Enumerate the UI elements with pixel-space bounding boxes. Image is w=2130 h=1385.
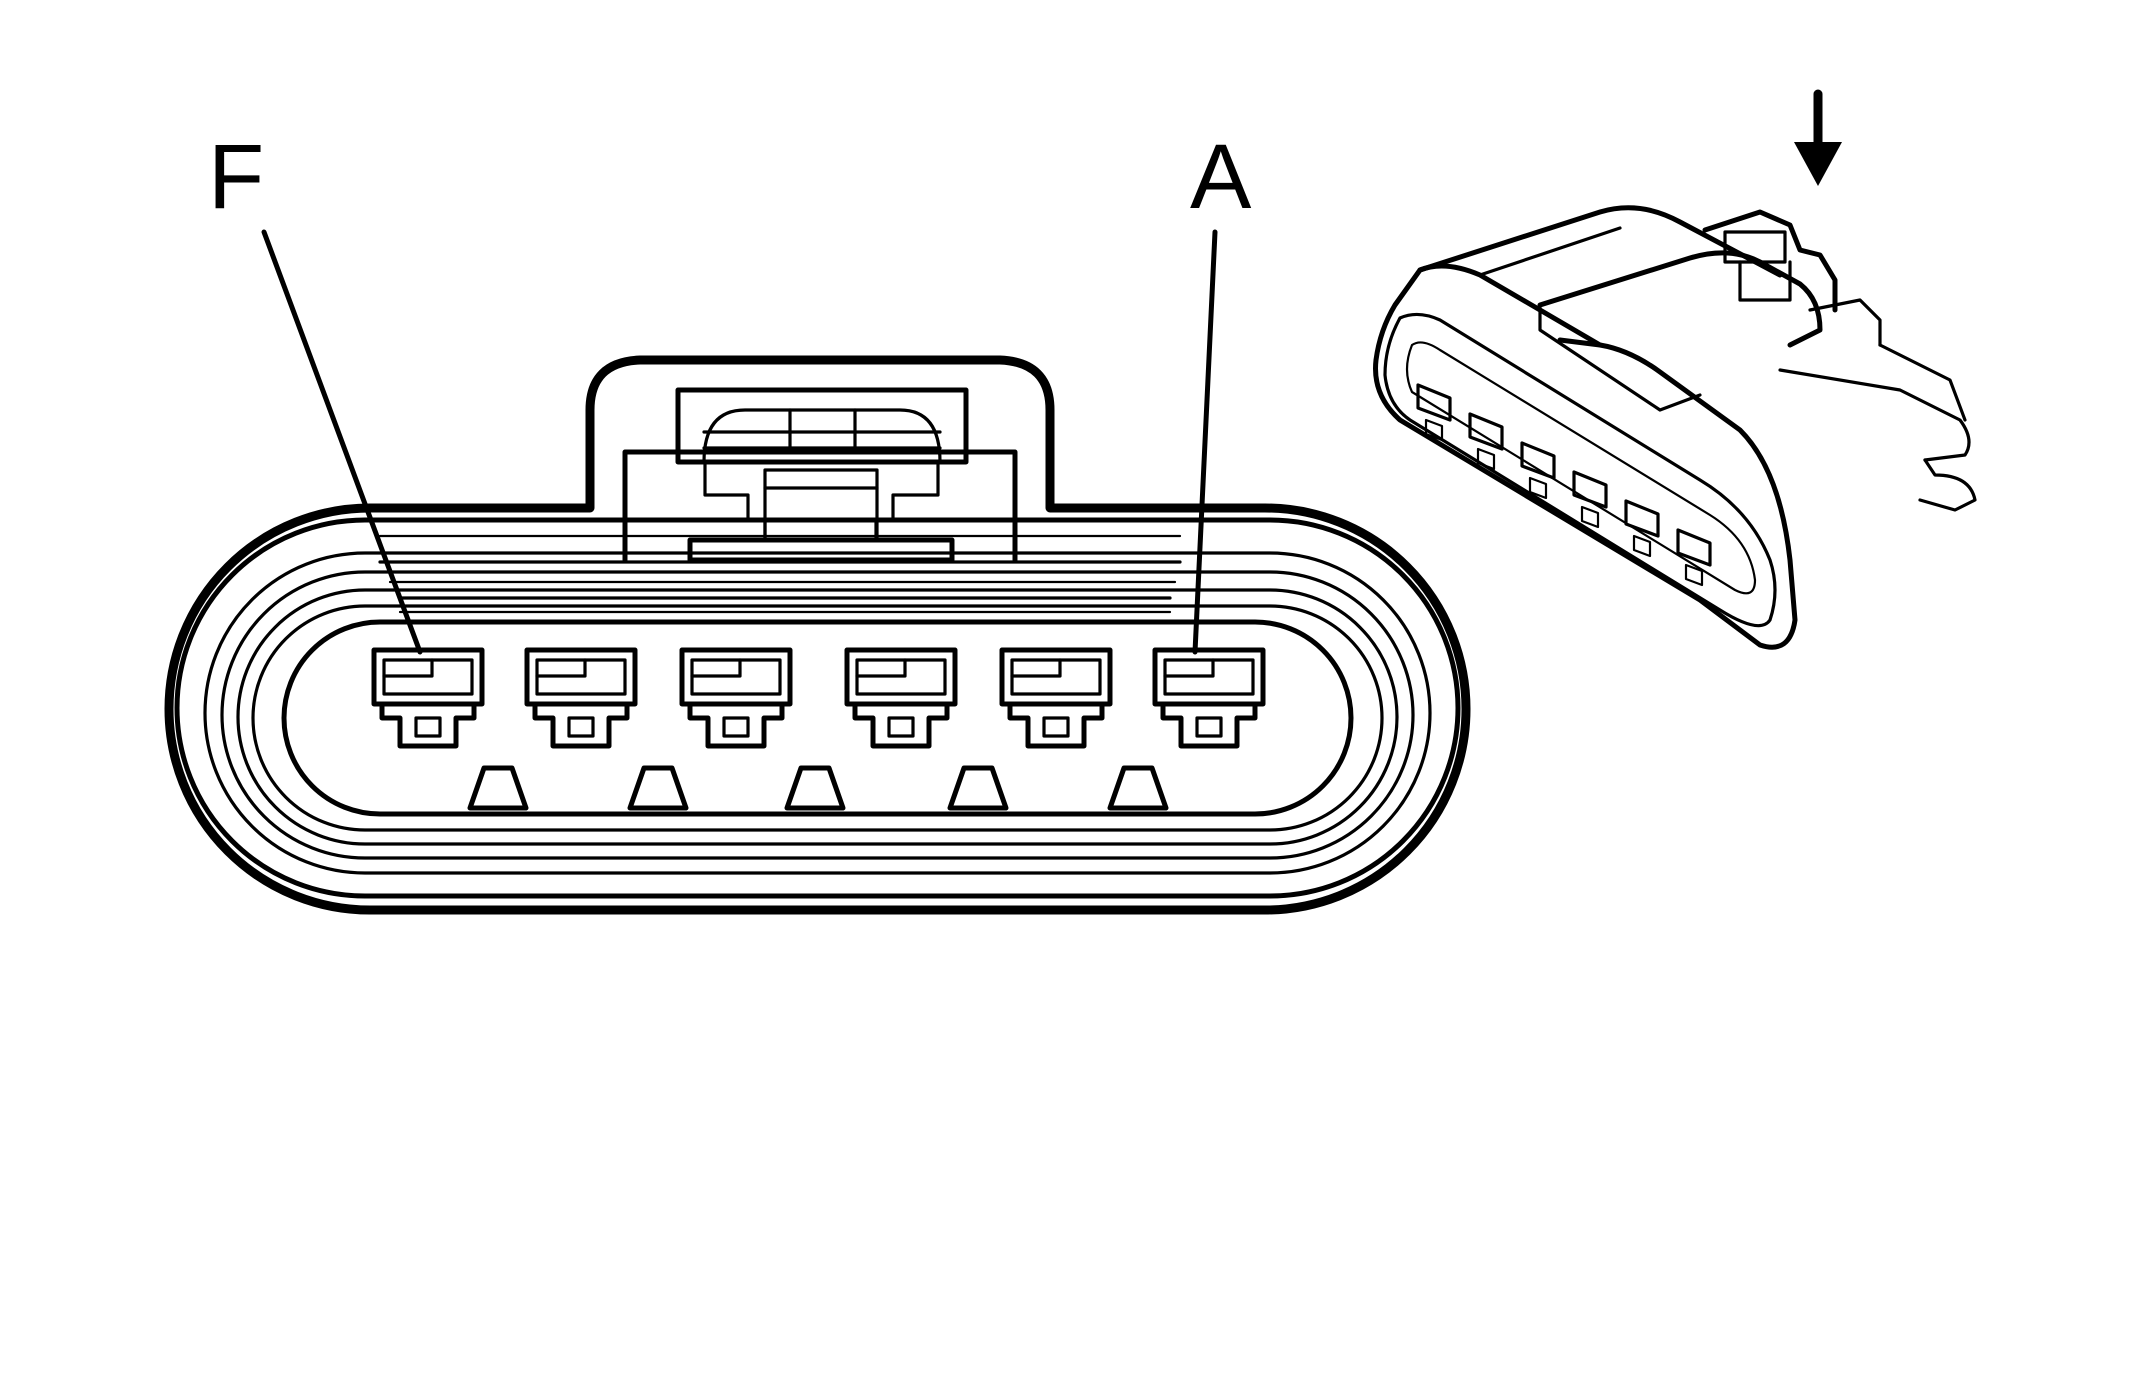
terminal-f [371,647,485,749]
terminal-e [524,647,638,749]
label-f: F [208,126,264,228]
label-a: A [1190,126,1252,228]
perspective-terminals [1416,383,1712,587]
seal-ring-5 [251,604,1384,832]
leader-line-f [261,229,423,655]
terminal-d [679,647,793,749]
terminal-a [1152,647,1266,749]
key-3 [784,765,846,811]
seal-ring-3 [220,570,1415,860]
polarization-keys [467,765,1169,811]
terminal-row [371,647,1266,749]
key-4 [947,765,1009,811]
terminal-b [999,647,1113,749]
key-2 [627,765,689,811]
key-1 [467,765,529,811]
terminal-cavity-outline [281,619,1354,817]
housing-outline [164,355,1471,915]
terminal-c [844,647,958,749]
seal-ring-4 [236,588,1399,846]
down-arrow-icon [1794,89,1842,186]
seal-ring-2 [203,551,1432,875]
housing-body [1373,263,1798,650]
leader-line-a [1192,229,1218,655]
connector-face-view: F A [164,126,1471,915]
connector-perspective-view [1373,89,1977,650]
key-5 [1107,765,1169,811]
seal-ring-1 [174,517,1461,899]
locking-latch [622,387,1018,563]
